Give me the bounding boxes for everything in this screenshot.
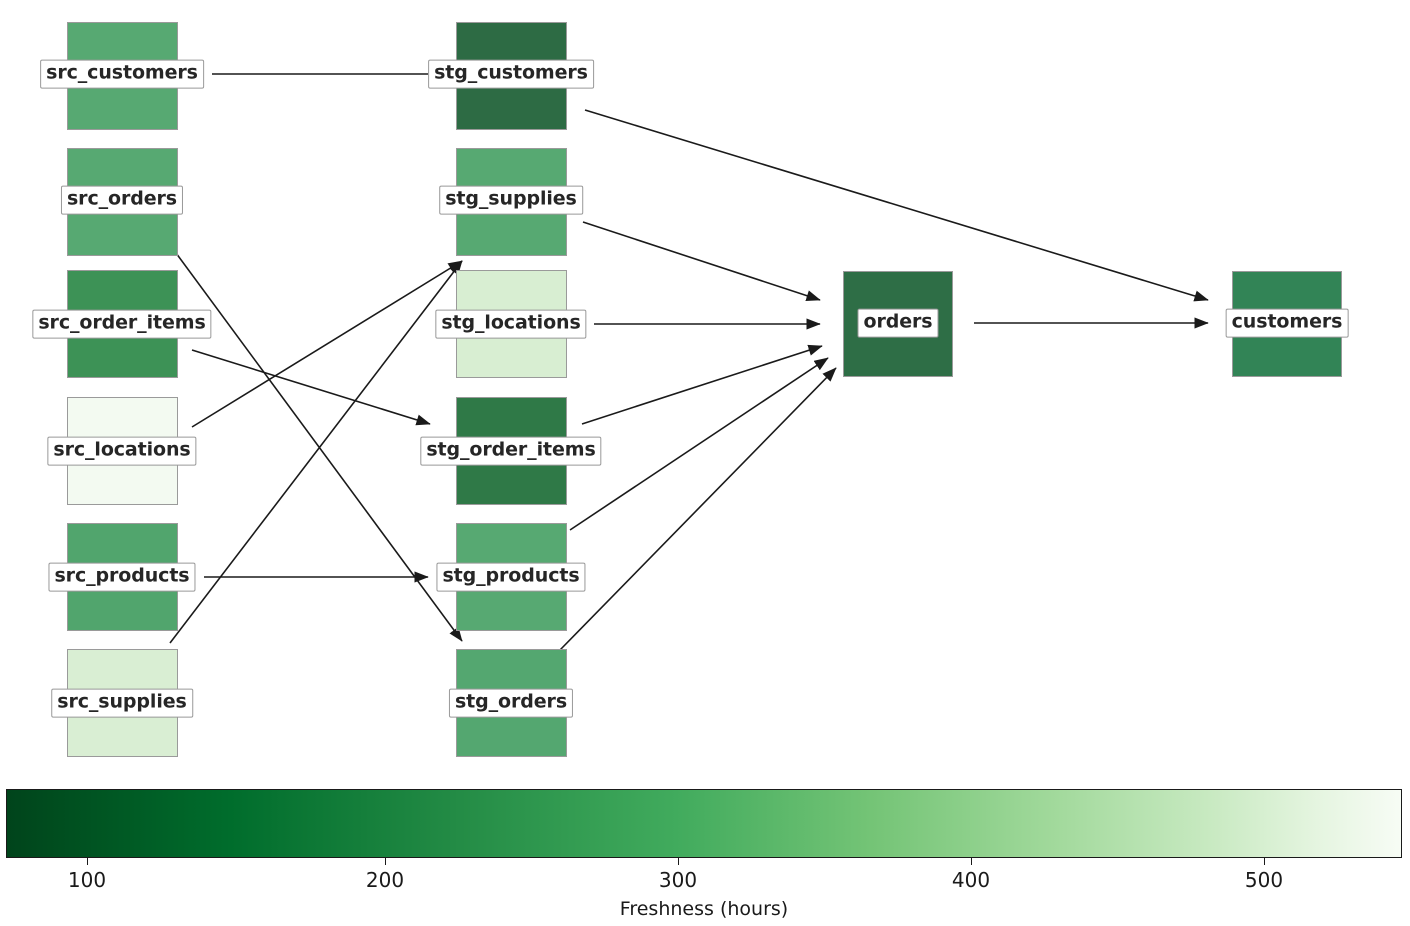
colorbar-tick-mark [385,858,386,865]
edge-src_orders-to-stg_orders [175,252,463,642]
edge-stg_order_items-to-orders [581,344,823,425]
colorbar-title: Freshness (hours) [619,898,789,920]
colorbar-tick-mark [1264,858,1265,865]
colorbar-tick-label: 100 [67,868,107,892]
node-label-stg_products[interactable]: stg_products [436,562,586,592]
colorbar-gradient [6,789,1402,858]
colorbar-tick-label: 500 [1244,868,1284,892]
colorbar-tick-mark [678,858,679,865]
node-label-src_orders[interactable]: src_orders [60,185,184,215]
colorbar-tick-mark [87,858,88,865]
node-label-stg_locations[interactable]: stg_locations [435,309,587,339]
node-label-orders[interactable]: orders [857,308,939,338]
edge-src_order_items-to-stg_order_items [191,349,431,426]
edge-stg_supplies-to-orders [582,221,821,302]
edge-stg_orders-to-orders [559,367,837,651]
node-label-stg_customers[interactable]: stg_customers [428,59,594,89]
node-label-src_products[interactable]: src_products [48,562,196,592]
node-label-stg_supplies[interactable]: stg_supplies [439,185,583,215]
node-label-customers[interactable]: customers [1225,308,1349,338]
edge-src_locations-to-stg_locations [191,260,463,428]
node-label-src_order_items[interactable]: src_order_items [32,309,212,339]
node-label-src_supplies[interactable]: src_supplies [51,688,193,718]
colorbar [6,789,1402,858]
node-label-stg_order_items[interactable]: stg_order_items [420,436,602,466]
node-label-stg_orders[interactable]: stg_orders [448,688,574,718]
edges-group [169,73,1209,651]
colorbar-tick-label: 300 [658,868,698,892]
colorbar-tick-label: 200 [365,868,405,892]
colorbar-tick-label: 400 [951,868,991,892]
node-label-src_locations[interactable]: src_locations [47,436,197,466]
node-label-src_customers[interactable]: src_customers [40,59,204,89]
colorbar-tick-mark [971,858,972,865]
edge-src_supplies-to-stg_supplies [169,260,463,644]
edge-stg_products-to-orders [569,357,829,531]
